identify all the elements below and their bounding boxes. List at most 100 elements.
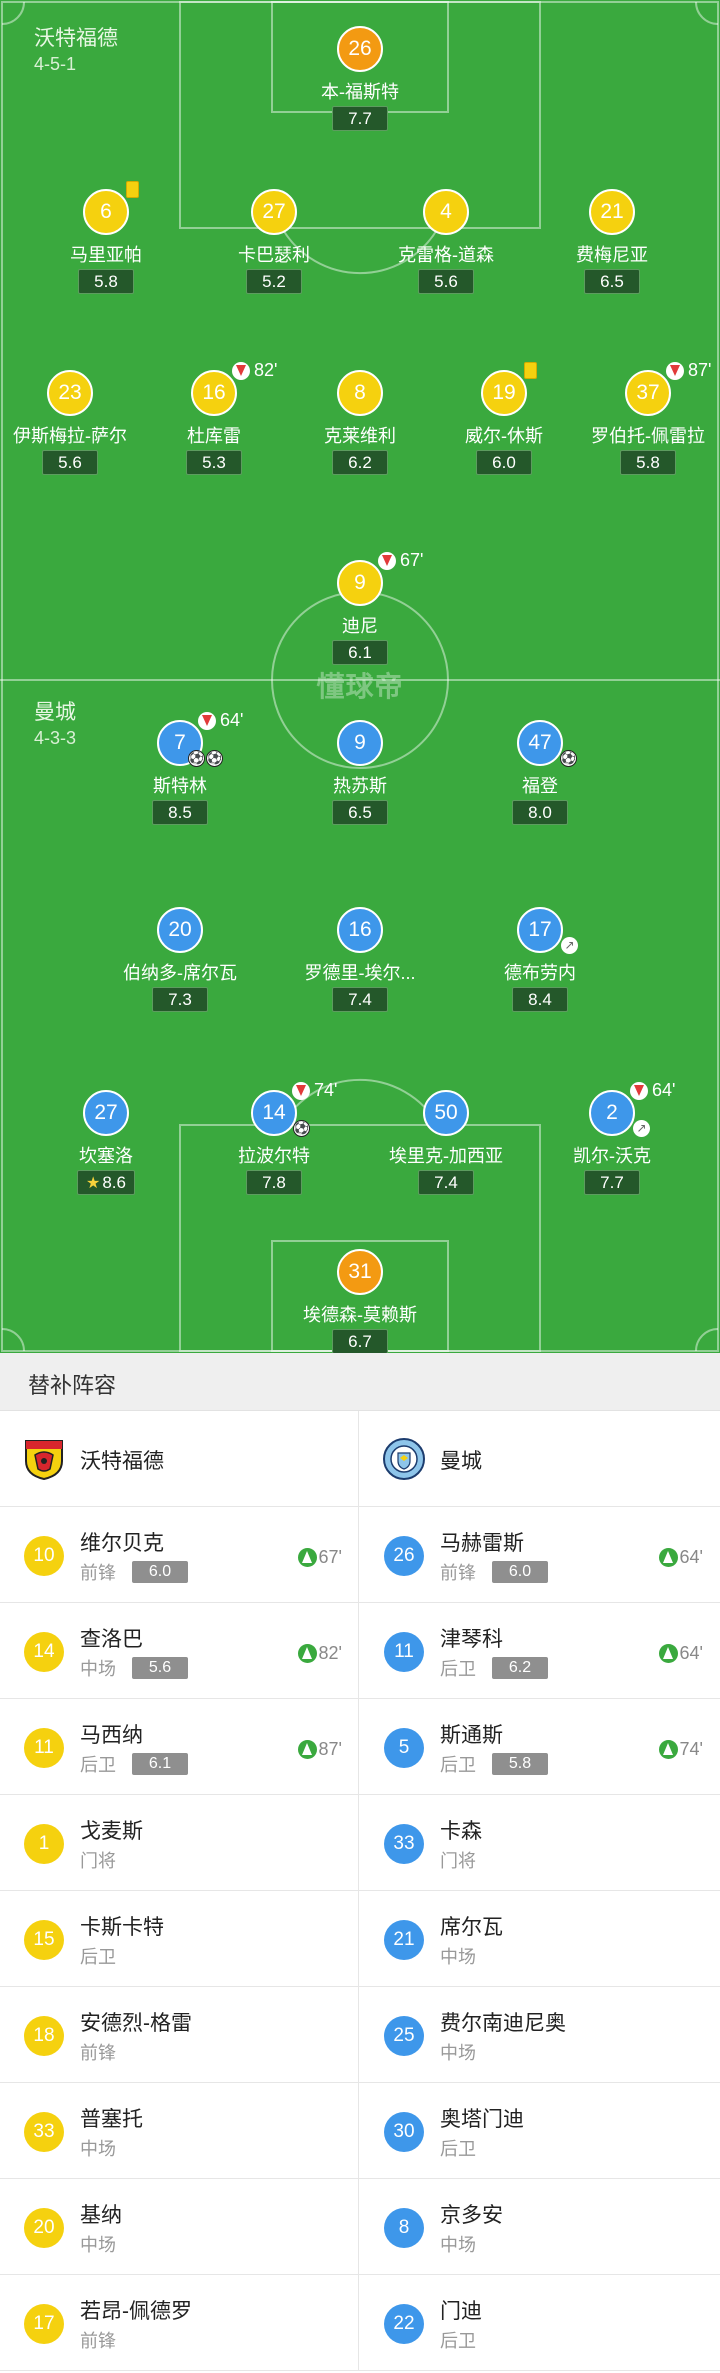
sub-in-indicator: 64' [658, 1643, 703, 1665]
player-a-d1[interactable]: 27 坎塞洛 ★8.6 [31, 1090, 181, 1220]
bench-player-rating: 5.8 [492, 1753, 548, 1775]
assist-boot-icon: ↗ [561, 937, 578, 954]
player-a-f3[interactable]: 47 ⚽ 福登 8.0 [465, 720, 615, 850]
sub-in-indicator: 64' [658, 1547, 703, 1569]
player-name: 本-福斯特 [321, 82, 399, 102]
subs-section-header: 替补阵容 [0, 1353, 720, 1411]
player-number: 2 [589, 1090, 635, 1136]
player-a-gk[interactable]: 31 埃德森-莫赖斯 6.7 [285, 1249, 435, 1353]
bench-player-position: 中场 [80, 2235, 116, 2255]
player-number: 16 [337, 907, 383, 953]
bench-player-home[interactable]: 20 基纳中场 [0, 2179, 359, 2275]
player-h-f1[interactable]: 9 67' 迪尼 6.1 [285, 550, 435, 690]
player-rating: 7.4 [418, 1170, 474, 1195]
bench-player-name: 门迪 [440, 2300, 482, 2323]
bench-player-name: 普塞托 [80, 2108, 143, 2131]
player-name: 伊斯梅拉-萨尔 [13, 426, 127, 446]
sub-in-time: 64' [679, 1643, 703, 1663]
player-h-m3[interactable]: 8 克莱维利 6.2 [285, 370, 435, 500]
player-h-d4[interactable]: 21 费梅尼亚 6.5 [537, 189, 687, 319]
home-team-name: 沃特福德 [34, 27, 118, 50]
player-name: 伯纳多-席尔瓦 [123, 963, 237, 983]
bench-player-number: 8 [384, 2208, 424, 2248]
subs-team-home[interactable]: 沃特福德 [0, 1411, 359, 1507]
player-h-d3[interactable]: 4 克雷格-道森 5.6 [371, 189, 521, 319]
player-a-m3[interactable]: 17 ↗ 德布劳内 8.4 [465, 907, 615, 1037]
sub-out-icon [378, 552, 396, 570]
player-number: 8 [337, 370, 383, 416]
sub-in-indicator: 74' [658, 1739, 703, 1761]
player-h-d2[interactable]: 27 卡巴瑟利 5.2 [199, 189, 349, 319]
subs-team-away[interactable]: 曼城 [360, 1411, 719, 1507]
player-rating: 5.8 [620, 450, 676, 475]
player-number: 4 [423, 189, 469, 235]
player-h-d1[interactable]: 6 马里亚帕 5.8 [31, 181, 181, 319]
bench-player-position: 前锋 [80, 2331, 116, 2351]
player-rating: 7.4 [332, 987, 388, 1012]
bench-player-number: 20 [24, 2208, 64, 2248]
bench-player-name: 卡斯卡特 [80, 1916, 164, 1939]
bench-player-position: 后卫 [440, 2331, 476, 2351]
subs-team-row: 沃特福德 曼城 [0, 1411, 720, 1507]
player-rating: 5.3 [186, 450, 242, 475]
player-a-f1[interactable]: 7 64' ⚽ ⚽ 斯特林 8.5 [105, 710, 255, 850]
player-a-m2[interactable]: 16 罗德里-埃尔... 7.4 [285, 907, 435, 1037]
player-number: 27 [251, 189, 297, 235]
bench-player-position: 中场 [440, 2043, 476, 2063]
player-rating: 7.7 [584, 1170, 640, 1195]
goal-ball-icon: ⚽ [188, 750, 205, 767]
bench-player-position: 后卫 [80, 1947, 116, 1967]
player-h-gk[interactable]: 26 本-福斯特 7.7 [285, 26, 435, 156]
bench-player-number: 11 [24, 1728, 64, 1768]
bench-player-position: 前锋 [80, 2043, 116, 2063]
player-number: 27 [83, 1090, 129, 1136]
player-a-m1[interactable]: 20 伯纳多-席尔瓦 7.3 [105, 907, 255, 1037]
player-rating: 6.2 [332, 450, 388, 475]
player-a-d4[interactable]: 2 64' ↗ 凯尔-沃克 7.7 [537, 1080, 687, 1220]
player-rating: 6.5 [584, 269, 640, 294]
player-name: 拉波尔特 [238, 1146, 310, 1166]
sub-out-icon [292, 1082, 310, 1100]
bench-player-name: 维尔贝克 [80, 1532, 164, 1555]
sub-in-time: 64' [679, 1547, 703, 1567]
bench-player-name: 基纳 [80, 2204, 122, 2227]
player-h-m2[interactable]: 16 82' 杜库雷 5.3 [139, 360, 289, 500]
player-name: 斯特林 [153, 776, 207, 796]
player-rating: 6.7 [332, 1329, 388, 1353]
player-a-f2[interactable]: 9 热苏斯 6.5 [285, 720, 435, 850]
subs-team-name: 沃特福德 [80, 1450, 164, 1473]
yellow-card-icon [126, 181, 139, 198]
player-h-m5[interactable]: 37 87' 罗伯托-佩雷拉 5.8 [573, 360, 720, 500]
sub-out-time: 64' [652, 1080, 676, 1100]
player-rating: ★8.6 [77, 1170, 135, 1195]
player-name: 热苏斯 [333, 776, 387, 796]
sub-out-time: 74' [314, 1080, 338, 1100]
player-h-m1[interactable]: 23 伊斯梅拉-萨尔 5.6 [0, 370, 145, 500]
player-a-d3[interactable]: 50 埃里克-加西亚 7.4 [371, 1090, 521, 1220]
sub-in-arrow-icon [658, 1644, 678, 1663]
player-rating: 6.1 [332, 640, 388, 665]
bench-player-position: 中场 [80, 2139, 116, 2159]
player-a-d2[interactable]: 14 74' ⚽ 拉波尔特 7.8 [199, 1080, 349, 1220]
player-h-m4[interactable]: 19 威尔-休斯 6.0 [429, 362, 579, 500]
player-number: 20 [157, 907, 203, 953]
